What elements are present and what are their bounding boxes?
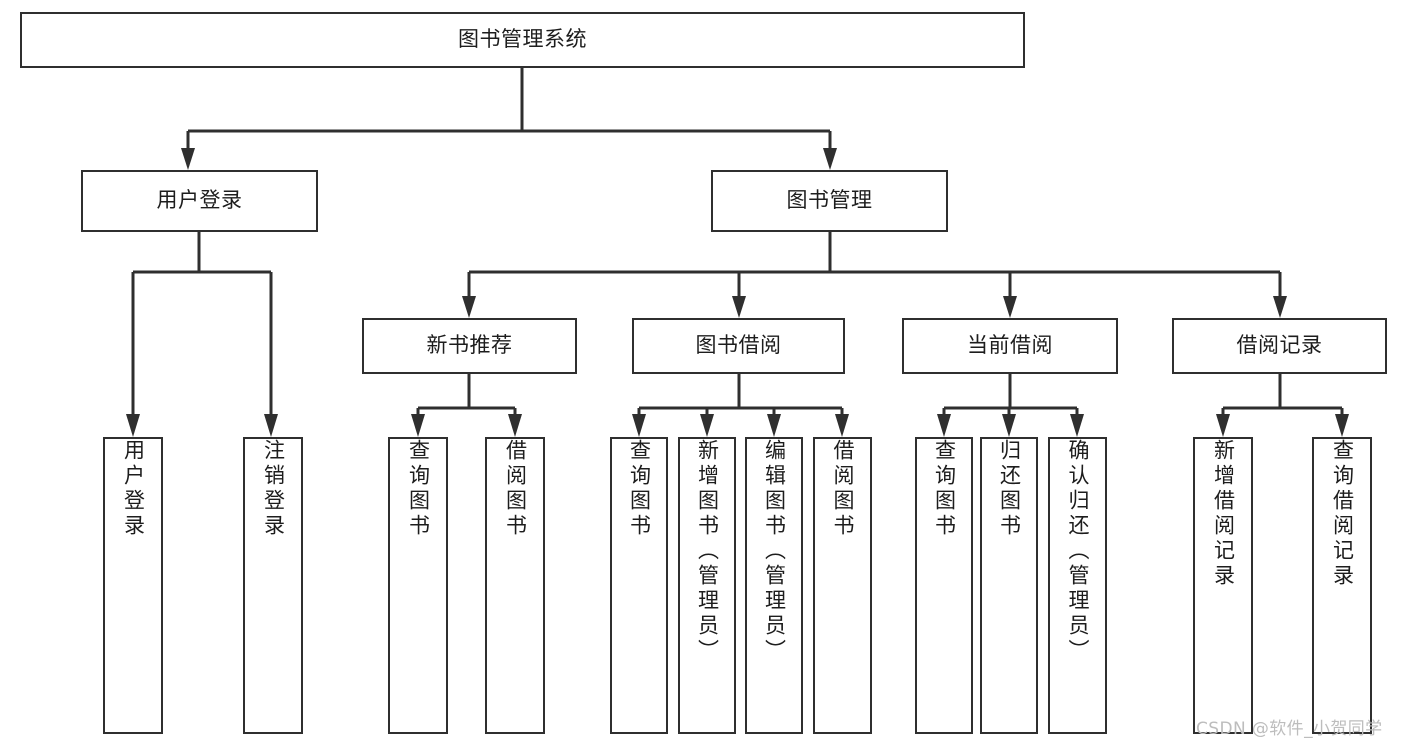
leaf-label-current-query-book: 查询图书 — [932, 439, 957, 539]
leaf-label-logout: 注销登录 — [261, 439, 286, 539]
leaf-newbook-query-book[interactable]: 查询图书 — [388, 437, 448, 734]
leaf-logout[interactable]: 注销登录 — [243, 437, 303, 734]
node-label-user-login: 用户登录 — [156, 188, 243, 213]
arrowheads-layer — [126, 148, 1349, 437]
node-label-current-borrow: 当前借阅 — [967, 333, 1053, 358]
arrowhead-current — [1003, 296, 1017, 318]
arrowhead-record — [1273, 296, 1287, 318]
arrowhead-record-leaf1 — [1216, 414, 1230, 437]
leaf-label-confirm-return-admin: 确认归还（管理员） — [1066, 439, 1090, 664]
leaf-borrow-book[interactable]: 借阅图书 — [813, 437, 872, 734]
leaf-current-query-book[interactable]: 查询图书 — [915, 437, 973, 734]
arrowhead-user-login — [181, 148, 195, 170]
leaf-borrow-query-book[interactable]: 查询图书 — [610, 437, 668, 734]
node-book-management[interactable]: 图书管理 — [711, 170, 948, 232]
node-root-book-management-system[interactable]: 图书管理系统 — [20, 12, 1025, 68]
arrowhead-leaf-user-login — [126, 414, 140, 437]
arrowhead-borrow — [732, 296, 746, 318]
leaf-query-borrow-record[interactable]: 查询借阅记录 — [1312, 437, 1372, 734]
node-book-borrow[interactable]: 图书借阅 — [632, 318, 845, 374]
arrowhead-record-leaf2 — [1335, 414, 1349, 437]
csdn-watermark: CSDN @软件_小贺同学 — [1196, 719, 1383, 739]
leaf-label-user-login: 用户登录 — [121, 439, 146, 539]
node-borrow-record[interactable]: 借阅记录 — [1172, 318, 1387, 374]
leaf-label-borrow-query-book: 查询图书 — [627, 439, 652, 539]
leaf-label-newbook-borrow-book: 借阅图书 — [503, 439, 528, 539]
leaf-add-borrow-record[interactable]: 新增借阅记录 — [1193, 437, 1253, 734]
node-label-book-management: 图书管理 — [786, 188, 873, 213]
node-new-book-recommend[interactable]: 新书推荐 — [362, 318, 577, 374]
leaf-label-add-book-admin: 新增图书（管理员） — [695, 439, 720, 664]
node-label-new-book-recommend: 新书推荐 — [426, 333, 513, 358]
arrowhead-newbook-leaf1 — [411, 414, 425, 437]
arrowhead-borrow-leaf4 — [835, 414, 849, 437]
arrowhead-borrow-leaf1 — [632, 414, 646, 437]
arrowhead-leaf-logout — [264, 414, 278, 437]
leaf-add-book-admin[interactable]: 新增图书（管理员） — [678, 437, 736, 734]
leaf-label-add-borrow-record: 新增借阅记录 — [1211, 439, 1236, 589]
leaf-label-return-book: 归还图书 — [997, 439, 1022, 539]
leaf-edit-book-admin[interactable]: 编辑图书（管理员） — [745, 437, 803, 734]
arrowhead-newbook-leaf2 — [508, 414, 522, 437]
leaf-label-query-borrow-record: 查询借阅记录 — [1330, 439, 1355, 589]
leaf-label-borrow-book: 借阅图书 — [831, 439, 855, 539]
leaf-newbook-borrow-book[interactable]: 借阅图书 — [485, 437, 545, 734]
leaf-label-newbook-query-book: 查询图书 — [406, 439, 431, 539]
node-current-borrow[interactable]: 当前借阅 — [902, 318, 1118, 374]
node-user-login[interactable]: 用户登录 — [81, 170, 318, 232]
arrowhead-current-leaf2 — [1002, 414, 1016, 437]
arrowhead-borrow-leaf2 — [700, 414, 714, 437]
arrowhead-newbook — [462, 296, 476, 318]
node-label-book-borrow: 图书借阅 — [695, 333, 782, 358]
arrowhead-current-leaf1 — [937, 414, 951, 437]
arrowhead-current-leaf3 — [1070, 414, 1084, 437]
leaf-return-book[interactable]: 归还图书 — [980, 437, 1038, 734]
node-label-root: 图书管理系统 — [458, 27, 587, 52]
arrowhead-borrow-leaf3 — [767, 414, 781, 437]
node-label-borrow-record: 借阅记录 — [1236, 333, 1323, 358]
leaf-label-edit-book-admin: 编辑图书（管理员） — [762, 439, 787, 664]
leaf-user-login[interactable]: 用户登录 — [103, 437, 163, 734]
leaf-confirm-return-admin[interactable]: 确认归还（管理员） — [1048, 437, 1107, 734]
arrowhead-book-mgmt — [823, 148, 837, 170]
